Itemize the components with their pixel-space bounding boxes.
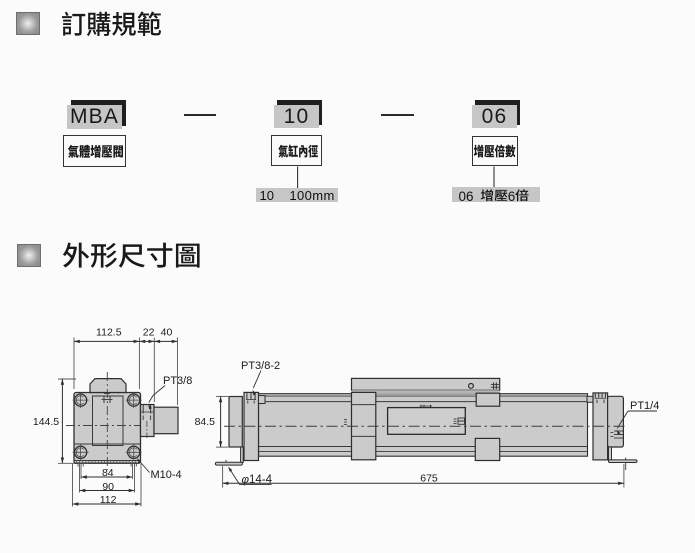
svg-text:22: 22: [143, 326, 155, 338]
svg-text:84: 84: [102, 467, 114, 479]
svg-text:112.5: 112.5: [96, 326, 122, 338]
svg-text:144.5: 144.5: [33, 416, 59, 428]
svg-text:90: 90: [102, 481, 114, 493]
svg-text:675: 675: [420, 473, 438, 485]
svg-text:PT3/8-2: PT3/8-2: [241, 360, 280, 372]
svg-text:112: 112: [100, 494, 117, 506]
svg-text:M10-4: M10-4: [151, 469, 182, 481]
svg-text:PT3/8: PT3/8: [163, 375, 192, 387]
svg-text:84.5: 84.5: [195, 416, 216, 428]
svg-text:PT1/4: PT1/4: [630, 400, 659, 412]
svg-text:40: 40: [161, 326, 173, 338]
